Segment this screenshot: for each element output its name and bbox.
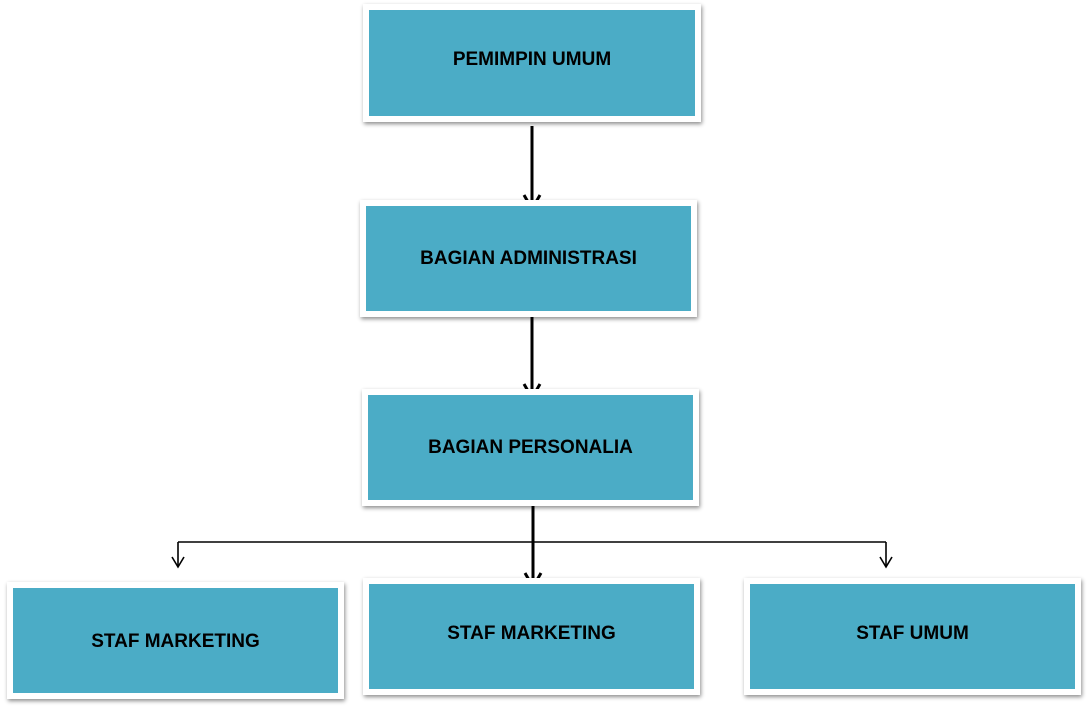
node-label: STAF MARKETING <box>91 630 260 652</box>
node-label: BAGIAN PERSONALIA <box>428 436 633 458</box>
node-staf-marketing-left: STAF MARKETING <box>7 582 344 699</box>
node-label: BAGIAN ADMINISTRASI <box>420 247 637 269</box>
node-pemimpin-umum: PEMIMPIN UMUM <box>363 4 701 122</box>
arrowhead-staff-left <box>171 556 185 569</box>
node-bagian-administrasi: BAGIAN ADMINISTRASI <box>360 200 697 317</box>
arrowhead-staff-right <box>879 556 893 569</box>
node-label: PEMIMPIN UMUM <box>452 49 612 70</box>
node-staf-umum: STAF UMUM <box>744 578 1081 695</box>
node-label: STAF UMUM <box>856 622 969 644</box>
node-label: STAF MARKETING <box>447 622 616 644</box>
node-staf-marketing-center: STAF MARKETING <box>363 578 700 695</box>
node-bagian-personalia: BAGIAN PERSONALIA <box>362 389 699 506</box>
